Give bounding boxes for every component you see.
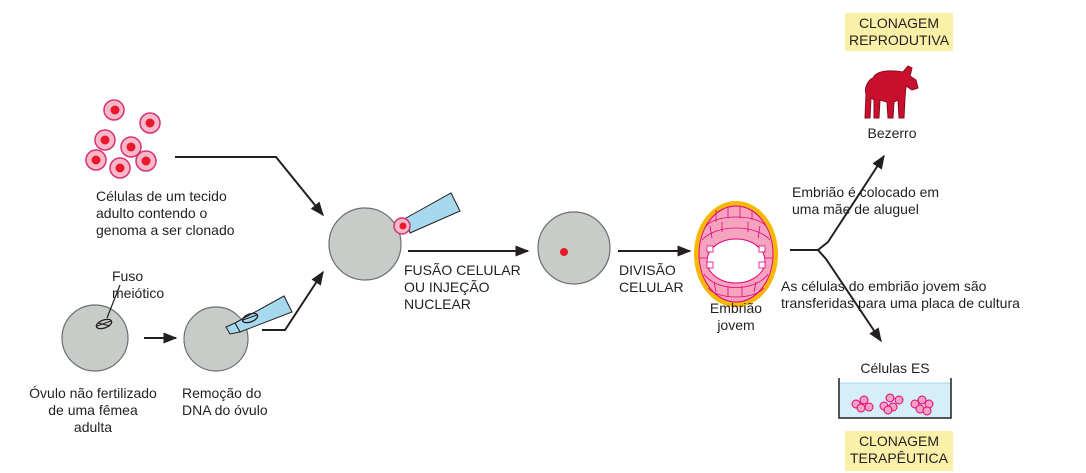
- egg-line: Óvulo não fertilizado: [29, 385, 157, 401]
- reproductive-line: REPRODUTIVA: [848, 32, 950, 48]
- unfertilized-egg: [61, 304, 129, 372]
- spindle-label: Fuso meiótico: [112, 268, 164, 302]
- arrow-removal-to-fusion: [262, 270, 324, 331]
- removal-line: DNA do óvulo: [182, 402, 268, 418]
- removal-line: Remoção do: [182, 385, 262, 401]
- fusion-line: OU INJEÇÃO: [404, 279, 490, 295]
- spindle-line: meiótico: [112, 285, 165, 301]
- adult-cell: [120, 136, 142, 158]
- adult-cell: [85, 149, 107, 171]
- adult-cells-label: Células de um tecido adulto contendo o g…: [96, 188, 235, 239]
- adult-cells-line: adulto contendo o: [96, 205, 208, 221]
- fusion-line: FUSÃO CELULAR: [404, 262, 521, 278]
- division-label: DIVISÃO CELULAR: [619, 262, 684, 296]
- transfer-line: transferidas para uma placa de cultura: [781, 295, 1020, 311]
- es-cell-cluster: [879, 393, 904, 415]
- division-line: CELULAR: [619, 279, 684, 295]
- dna-removal-cell: [183, 295, 293, 372]
- adult-cell: [103, 99, 125, 121]
- embryo-line: jovem: [717, 317, 755, 333]
- es-cell-cluster: [910, 395, 934, 416]
- reproductive-cloning-box: CLONAGEM REPRODUTIVA: [845, 13, 953, 51]
- fusion-label: FUSÃO CELULAR OU INJEÇÃO NUCLEAR: [404, 262, 521, 313]
- young-embryo: [694, 201, 778, 307]
- injection-pipette-icon: [393, 192, 461, 235]
- es-cell-cluster: [851, 395, 874, 413]
- egg-line: adulta: [73, 419, 113, 435]
- surrogate-label: Embrião é colocado em uma mãe de aluguel: [792, 184, 939, 218]
- adult-cells-line: genoma a ser clonado: [96, 222, 235, 238]
- fusion-cell: [328, 192, 461, 281]
- spindle-line: Fuso: [112, 268, 144, 284]
- branch-arrows: [790, 154, 885, 343]
- adult-cells-cluster: [85, 99, 161, 179]
- culture-dish: [838, 378, 952, 419]
- adult-cells-line: Células de um tecido: [96, 188, 227, 204]
- spindle-pointer: [106, 284, 121, 319]
- calf-label: Bezerro: [867, 125, 917, 141]
- removal-label: Remoção do DNA do óvulo: [182, 385, 268, 419]
- adult-cell: [94, 129, 116, 151]
- transfer-label: As células do embrião jovem são transfer…: [781, 278, 1020, 312]
- reconstituted-cell: [537, 211, 611, 285]
- adult-cell: [139, 112, 161, 134]
- fusion-line: NUCLEAR: [404, 296, 471, 312]
- surrogate-line: Embrião é colocado em: [792, 184, 940, 200]
- therapeutic-line: TERAPÊUTICA: [849, 450, 948, 466]
- adult-cell: [109, 157, 131, 179]
- pipette-icon: [225, 295, 293, 335]
- arrow-adult-to-fusion: [175, 156, 324, 217]
- meiotic-spindle-icon: [95, 318, 113, 330]
- egg-label: Óvulo não fertilizado de uma fêmea adult…: [6, 385, 180, 436]
- adult-cell: [135, 150, 157, 172]
- surrogate-line: uma mãe de aluguel: [792, 201, 919, 217]
- therapeutic-cloning-box: CLONAGEM TERAPÊUTICA: [845, 431, 953, 471]
- embryo-label: Embrião jovem: [700, 300, 772, 334]
- embryo-line: Embrião: [709, 300, 763, 316]
- transfer-line: As células do embrião jovem são: [781, 278, 987, 294]
- es-cells-label: Células ES: [860, 360, 930, 376]
- reproductive-line: CLONAGEM: [858, 15, 940, 31]
- calf-icon: [864, 65, 919, 119]
- egg-line: de uma fêmea: [48, 402, 138, 418]
- division-line: DIVISÃO: [619, 262, 676, 278]
- therapeutic-line: CLONAGEM: [858, 433, 940, 449]
